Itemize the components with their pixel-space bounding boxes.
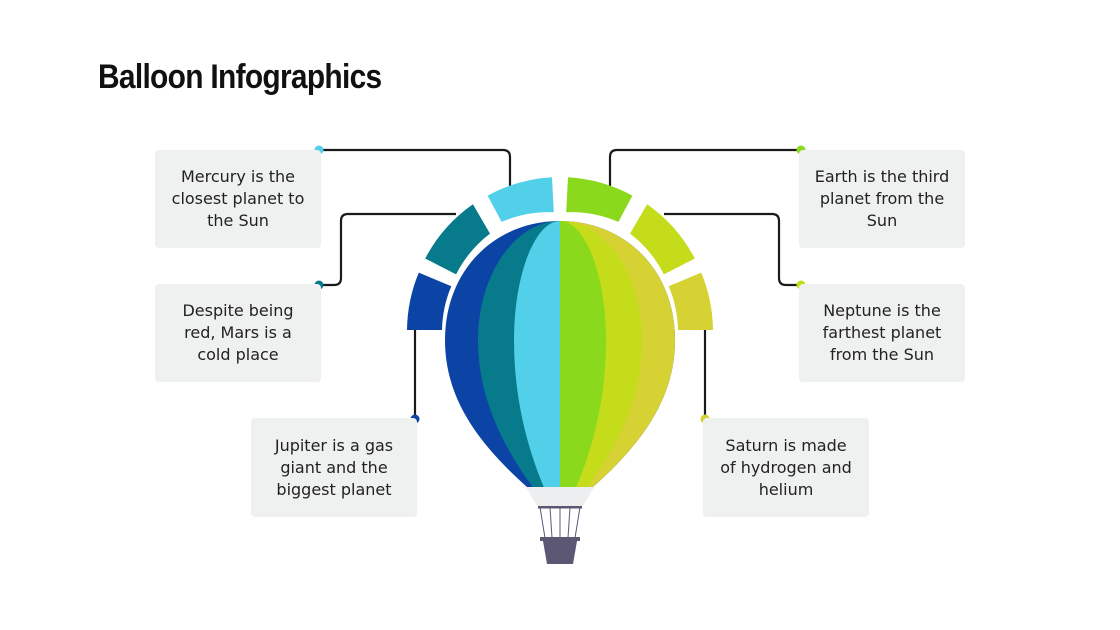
card-line: biggest planet [276, 479, 392, 499]
ring-segments [407, 177, 713, 330]
card-line: Saturn is made [725, 435, 847, 455]
card-neptune: Neptune is the farthest planet from the … [799, 284, 965, 382]
card-line: Mercury is the [180, 167, 296, 186]
card-line: farthest planet [822, 323, 942, 342]
card-line: the Sun [207, 211, 269, 230]
connector-mercury [319, 148, 512, 186]
balloon-ropes [539, 506, 581, 539]
card-line: cold place [197, 345, 279, 364]
ring-segment-mars [425, 204, 490, 275]
page-title: Balloon Infographics [98, 58, 382, 96]
card-earth: Earth is the third planet from the Sun [799, 150, 965, 248]
ring-segment-earth [566, 177, 633, 222]
card-line: from the Sun [829, 345, 935, 364]
card-line: Neptune is the [823, 301, 941, 320]
ring-segment-saturn [668, 272, 713, 330]
ring-segment-mercury [487, 177, 554, 222]
connector-earth [608, 148, 801, 186]
card-line: Despite being [182, 301, 294, 320]
card-line: of hydrogen and [720, 457, 852, 477]
card-mars: Despite being red, Mars is a cold place [155, 284, 321, 382]
connector-neptune [664, 212, 801, 287]
basket-icon [543, 541, 577, 564]
card-line: Sun [866, 211, 898, 230]
ring-segment-jupiter [407, 272, 452, 330]
balloon-skirt [526, 487, 594, 506]
balloon-envelope [445, 221, 675, 487]
card-line: helium [758, 479, 814, 499]
card-line: Earth is the third [814, 167, 950, 186]
card-line: Jupiter is a gas [274, 435, 394, 455]
rope-ring [538, 506, 582, 509]
card-saturn: Saturn is made of hydrogen and helium [703, 418, 869, 517]
card-line: planet from the [819, 189, 945, 208]
card-jupiter: Jupiter is a gas giant and the biggest p… [251, 418, 417, 517]
basket-rim [540, 537, 580, 541]
connector-mars [319, 212, 456, 287]
card-line: closest planet to [171, 189, 305, 208]
card-mercury: Mercury is the closest planet to the Sun [155, 150, 321, 248]
ring-segment-neptune [630, 204, 695, 275]
card-line: red, Mars is a [184, 323, 292, 342]
card-line: giant and the [280, 457, 388, 477]
